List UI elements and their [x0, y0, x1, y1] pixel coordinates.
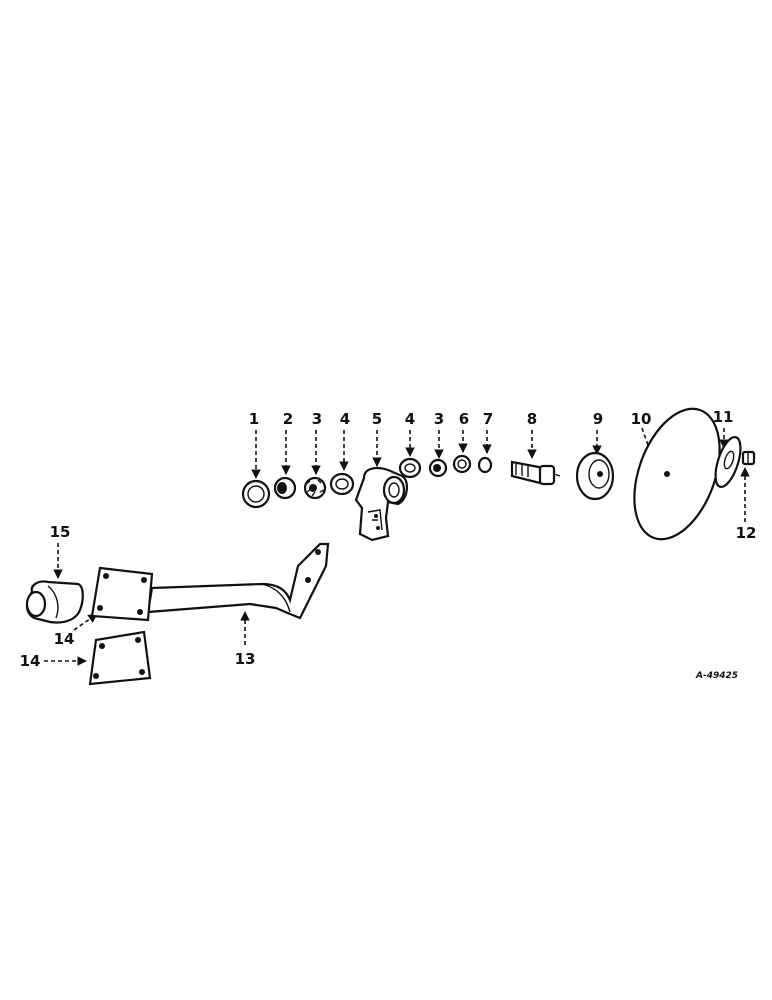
- callout-9: 9: [593, 410, 603, 428]
- part-8-spindle: [510, 460, 561, 486]
- callout-4b: 4: [405, 410, 415, 428]
- callout-5: 5: [372, 410, 382, 428]
- part-11-outer-plate: [714, 435, 742, 489]
- part-7-snap-ring: [477, 456, 493, 474]
- callout-14b: 14: [20, 652, 41, 670]
- callout-13: 13: [235, 650, 256, 668]
- callout-3a: 3: [312, 410, 322, 428]
- part-4-cup: [329, 472, 355, 496]
- callout-7: 7: [483, 410, 493, 428]
- part-14-plate-upper: [90, 566, 154, 622]
- part-15-clamp: [25, 580, 84, 624]
- callout-12: 12: [736, 524, 757, 542]
- part-6-washer: [452, 454, 472, 474]
- part-3-bearing-cone: [303, 476, 327, 500]
- figure-code: A-49425: [695, 671, 738, 681]
- part-13-arm: [146, 542, 330, 620]
- part-12-nut: [741, 450, 756, 466]
- callout-8: 8: [527, 410, 537, 428]
- callout-15: 15: [50, 523, 71, 541]
- part-9-hub-plate: [575, 451, 615, 501]
- callout-2: 2: [283, 410, 293, 428]
- part-5-hub-housing: [354, 467, 408, 542]
- part-4-cup-outer: [398, 457, 422, 479]
- callout-14a: 14: [54, 630, 75, 648]
- callout-10: 10: [631, 410, 652, 428]
- callout-1: 1: [249, 410, 259, 428]
- part-10-disc-blade: [633, 407, 721, 541]
- part-1-ring: [241, 479, 271, 509]
- callout-6: 6: [459, 410, 469, 428]
- callout-4a: 4: [340, 410, 350, 428]
- callout-3b: 3: [434, 410, 444, 428]
- part-2-bearing-cup: [273, 476, 297, 500]
- part-3-bearing-cone-outer: [428, 458, 448, 478]
- part-14-plate-lower: [88, 630, 152, 686]
- callout-11: 11: [713, 408, 734, 426]
